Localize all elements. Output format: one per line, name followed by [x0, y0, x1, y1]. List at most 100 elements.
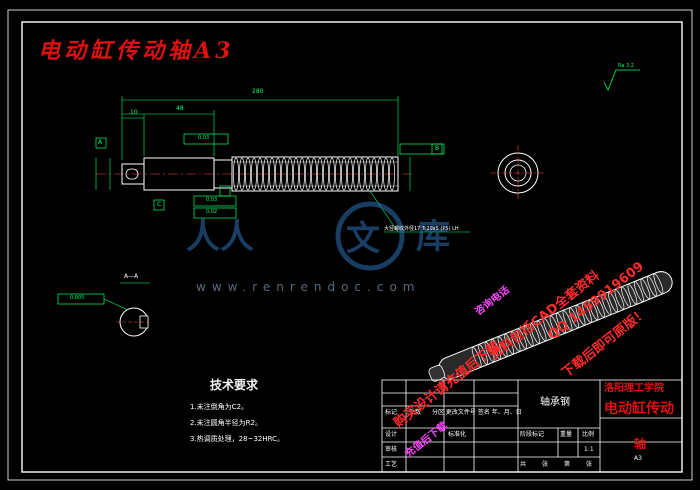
- thread-coil-3d: [504, 333, 514, 355]
- tb-left-process: 工艺: [385, 461, 398, 468]
- dim-overall: 280: [252, 88, 264, 95]
- thread-coil-3d: [530, 323, 540, 344]
- tb-revision-cols: 分区 更改文件号 签名 年、月、日: [432, 409, 522, 416]
- thread-coil-3d: [601, 294, 612, 315]
- thread-coil: [251, 157, 257, 191]
- thread-coil-3d: [614, 289, 625, 310]
- thread-coil: [365, 157, 371, 191]
- thread-coil-3d: [484, 341, 495, 363]
- thread-coil-3d: [582, 302, 592, 323]
- tb-footer-2: 张: [542, 461, 549, 468]
- note-3: 3.热调质处理，28~32HRC。: [190, 435, 285, 443]
- tol-2: 0.03: [206, 197, 218, 203]
- tol-4: 0.005: [70, 295, 85, 301]
- thread-coil: [347, 157, 353, 191]
- thread-coil-3d: [523, 326, 534, 347]
- thread-coil: [233, 157, 239, 191]
- thread-coil: [329, 157, 335, 191]
- datum-c: C: [157, 201, 162, 208]
- thread-coil-3d: [471, 347, 482, 368]
- svg-text:文: 文: [346, 219, 380, 259]
- tb-left-mark: 标记: [385, 409, 398, 416]
- note-1: 1.未注倒角为C2。: [190, 403, 249, 411]
- tb-std: 标准化: [448, 431, 467, 438]
- tb-part-name: 电动缸传动: [604, 401, 674, 417]
- thread-coil: [371, 157, 377, 191]
- thread-coils: [233, 157, 395, 191]
- roughness-symbol-top: [603, 69, 640, 91]
- thread-coil: [341, 157, 347, 191]
- thread-coil-3d: [556, 312, 566, 334]
- tb-sheet: A3: [634, 455, 642, 462]
- thread-coil-3d: [536, 320, 547, 342]
- notes-heading: 技术要求: [210, 378, 259, 392]
- thread-coil-3d: [497, 336, 508, 357]
- thread-coil: [281, 157, 287, 191]
- thread-coil-3d: [608, 291, 618, 313]
- tb-row-scale: 比例: [582, 431, 595, 438]
- tb-material: 轴承钢: [540, 397, 570, 408]
- thread-coil: [239, 157, 245, 191]
- thread-coil: [293, 157, 299, 191]
- note-2: 2.未注圆角半径为R2。: [190, 419, 262, 427]
- thread-coil: [317, 157, 323, 191]
- tb-school: 洛阳理工学院: [604, 383, 664, 394]
- section-label: A—A: [124, 273, 139, 280]
- thread-coil-3d: [634, 281, 644, 302]
- roughness-note: Ra 3.2: [618, 63, 634, 69]
- tb-footer-1: 共: [520, 461, 527, 468]
- thread-coil: [311, 157, 317, 191]
- shaft-3d-render: [428, 271, 673, 382]
- drawing-title: 电动缸传动轴A3: [38, 38, 235, 64]
- title-block: [381, 379, 683, 473]
- thread-coil: [359, 157, 365, 191]
- section-a-a: [57, 282, 152, 337]
- tolerance-frames: [95, 133, 445, 219]
- thread-coil-3d: [543, 318, 553, 339]
- thread-coil: [323, 157, 329, 191]
- thread-coil-3d: [588, 299, 599, 321]
- thread-coil-3d: [647, 276, 657, 297]
- thread-coil: [263, 157, 269, 191]
- thread-coil-3d: [491, 339, 501, 360]
- outer-border: [7, 9, 693, 481]
- thread-coil-3d: [510, 331, 521, 352]
- thread-coil-3d: [549, 315, 560, 336]
- thread-coil: [377, 157, 383, 191]
- thread-coil-3d: [569, 307, 579, 328]
- inner-border: [21, 21, 683, 473]
- thread-coil: [245, 157, 251, 191]
- tb-left-check: 审核: [385, 446, 398, 453]
- watermark-site: www.renrendoc.com: [196, 280, 421, 294]
- watermark-text-svg: 人人: [186, 217, 254, 257]
- shaft-main-view: [96, 156, 412, 192]
- thread-coil: [335, 157, 341, 191]
- thread-note: 大径螺纹外径17 Tr20x5 (P5) LH: [384, 226, 459, 232]
- dimension-lines: [95, 96, 470, 233]
- thread-coil: [275, 157, 281, 191]
- watermark-logo: 人人 文 库: [186, 201, 450, 271]
- thread-coil-3d: [562, 310, 573, 331]
- thread-coil: [287, 157, 293, 191]
- dim-step: 48: [176, 105, 184, 112]
- tb-part-name-2: 轴: [634, 437, 647, 451]
- tol-3: 0.02: [206, 209, 218, 215]
- thread-coil: [257, 157, 263, 191]
- thread-coil: [305, 157, 311, 191]
- thread-coil: [299, 157, 305, 191]
- end-view: [490, 145, 546, 201]
- datum-b: B: [435, 145, 440, 152]
- tb-left-count: 处数: [409, 409, 422, 416]
- thread-coil-3d: [517, 328, 527, 349]
- thread-coil: [353, 157, 359, 191]
- svg-text:库: 库: [416, 217, 450, 257]
- tb-row-weight: 重量: [560, 431, 573, 438]
- thread-coil: [383, 157, 389, 191]
- tb-footer-3: 第: [564, 461, 571, 468]
- thread-coil: [389, 157, 395, 191]
- thread-coil-3d: [595, 297, 605, 318]
- thread-coil: [269, 157, 275, 191]
- dim-left: 10: [130, 109, 138, 116]
- thread-coil-3d: [640, 278, 651, 300]
